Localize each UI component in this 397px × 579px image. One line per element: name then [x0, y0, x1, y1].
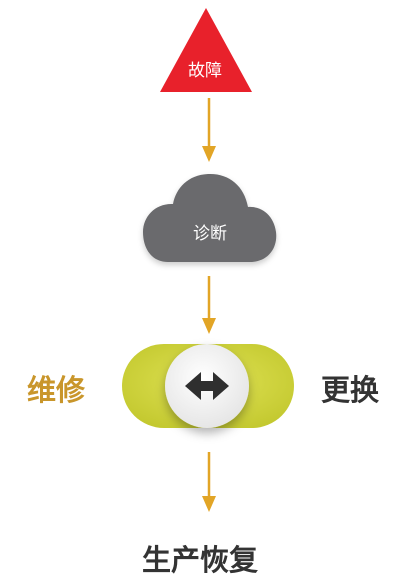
repair-option-label[interactable]: 维修: [26, 373, 85, 407]
arrow-decision-to-recovery: [202, 452, 216, 512]
fault-node-label: 故障: [188, 61, 222, 81]
arrow-fault-to-diagnose: [202, 98, 216, 162]
diagnose-cloud-shape: [143, 173, 277, 262]
diagnose-node-label: 诊断: [193, 224, 227, 244]
recovery-node-label: 生产恢复: [141, 543, 258, 577]
arrow-diagnose-to-decision: [202, 276, 216, 334]
fault-triangle-shape: [160, 8, 252, 92]
left-right-arrows-icon: [185, 372, 229, 400]
replace-option-label[interactable]: 更换: [320, 373, 379, 407]
